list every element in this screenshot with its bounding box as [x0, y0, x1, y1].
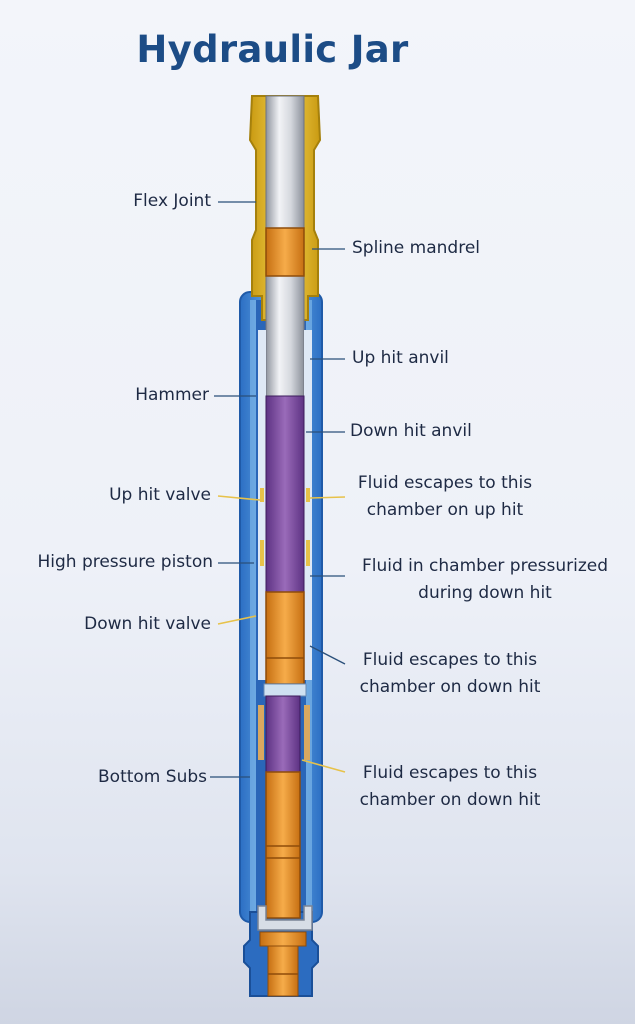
label-fluid-pressurized-down-hit: Fluid in chamber pressurized during down… — [345, 553, 625, 607]
separator-ring — [263, 683, 307, 697]
label-fluid-escapes-up-hit: Fluid escapes to this chamber on up hit — [340, 470, 550, 524]
hammer-purple — [265, 395, 305, 593]
label-down-hit-valve: Down hit valve — [84, 614, 211, 634]
leader-lines — [210, 201, 346, 778]
label-bottom-subs: Bottom Subs — [98, 767, 207, 787]
page-title: Hydraulic Jar — [136, 28, 409, 71]
inner-wall-left — [258, 330, 266, 680]
line-2: during down hit — [418, 583, 552, 603]
label-spline-mandrel: Spline mandrel — [352, 238, 481, 258]
line-1: Fluid escapes to this — [362, 650, 538, 670]
line-1: Fluid escapes to this — [362, 763, 538, 783]
line-2: chamber on down hit — [359, 677, 541, 697]
line-1: Fluid escapes to this — [357, 473, 533, 493]
label-fluid-escapes-down-hit-1: Fluid escapes to this chamber on down hi… — [340, 647, 560, 701]
inner-wall-right — [304, 330, 312, 680]
label-up-hit-valve: Up hit valve — [109, 485, 211, 505]
label-high-pressure-piston: High pressure piston — [37, 552, 213, 572]
line-1: Fluid in chamber pressurized — [361, 556, 609, 576]
line-2: chamber on up hit — [366, 500, 524, 520]
line-2: chamber on down hit — [359, 790, 541, 810]
label-down-hit-anvil: Down hit anvil — [350, 421, 472, 441]
lower-orange — [265, 771, 301, 919]
high-pressure-piston-part — [265, 591, 305, 685]
spline-block — [265, 227, 305, 277]
label-hammer: Hammer — [135, 385, 209, 405]
label-flex-joint: Flex Joint — [133, 191, 211, 211]
label-up-hit-anvil: Up hit anvil — [352, 348, 449, 368]
label-fluid-escapes-down-hit-2: Fluid escapes to this chamber on down hi… — [340, 760, 560, 814]
lower-purple — [265, 695, 301, 773]
